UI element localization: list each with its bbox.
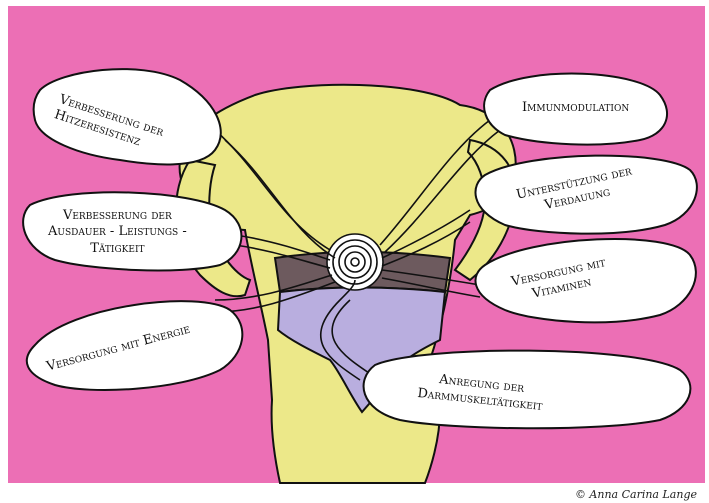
label-immunmodulation: Immunmodulation [522,100,629,116]
label-ausdauer-line3: Tätigkeit [48,241,187,257]
label-immunmodulation-text: Immunmodulation [522,100,629,116]
label-ausdauer-line1: Verbesserung der [48,208,187,224]
label-ausdauer: Verbesserung der Ausdauer - Leistungs - … [48,208,187,257]
copyright-credit: © Anna Carina Lange [575,488,697,501]
label-ausdauer-line2: Ausdauer - Leistungs - [48,224,187,240]
